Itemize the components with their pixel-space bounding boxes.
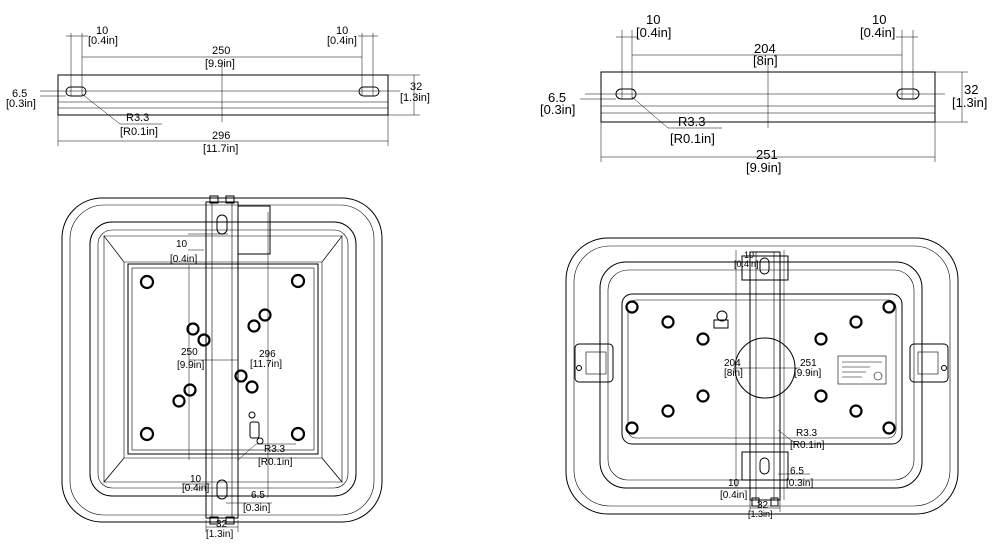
left-side-inner-span-in: [9.9in]: [205, 58, 235, 70]
left-side-offset: 6.5: [12, 88, 27, 100]
left-plan-hole: [234, 369, 248, 383]
left-bar-outline: [57, 74, 389, 116]
right-plan-view: 10 [0.4in] 204 [8in] 251 [9.9in] R3.3 [R…: [565, 237, 959, 519]
left-side-slot-spacing-right-in: [0.4in]: [327, 35, 357, 47]
right-side-height-in: [1.3in]: [952, 95, 987, 110]
right-side-inner-span: 204: [754, 41, 776, 56]
right-plan-hole: [661, 404, 675, 418]
right-side-offset: 6.5: [548, 90, 566, 105]
right-plan-handle-bar: [749, 251, 781, 501]
right-side-slot-spacing-left: 10: [646, 12, 660, 27]
right-side-offset-in: [0.3in]: [540, 102, 575, 117]
right-plan-slot: 10: [744, 250, 754, 260]
left-plan-slot-in: [0.4in]: [170, 254, 197, 265]
left-plan-overall: 296: [259, 349, 276, 360]
right-plan-overall-in: [9.9in]: [794, 368, 821, 379]
right-plan-offset-in: [0.3in]: [786, 478, 813, 489]
left-plan-width: 32: [216, 519, 228, 530]
right-side-slot-spacing-left-in: [0.4in]: [636, 25, 671, 40]
left-plan-hole: [290, 273, 306, 289]
left-plan-hole: [139, 426, 155, 442]
left-side-slot-spacing-left: 10: [96, 25, 108, 37]
right-plan-overall: 251: [800, 358, 817, 369]
right-side-overall-in: [9.9in]: [746, 160, 781, 175]
left-plan-hole: [139, 274, 155, 290]
right-plan-label-plate: [837, 355, 887, 385]
left-plan-mounting-plate: [127, 263, 319, 455]
left-plan-offset: 6.5: [251, 490, 265, 501]
right-plan-hole: [814, 332, 828, 346]
right-plan-radius: R3.3: [796, 428, 818, 439]
right-plan-hole: [625, 421, 639, 435]
left-plan-radius-in: [R0.1in]: [258, 457, 293, 468]
left-plan-inner: 250: [181, 347, 198, 358]
left-plan-radius: R3.3: [264, 444, 286, 455]
left-plan-hole: [258, 308, 272, 322]
right-plan-mounting-plate: [621, 293, 903, 445]
left-side-slot-spacing-left-in: [0.4in]: [88, 35, 118, 47]
right-side-overall: 251: [756, 147, 778, 162]
left-plan-hole: [245, 380, 259, 394]
left-plan-hole: [172, 394, 186, 408]
right-plan-radius-in: [R0.1in]: [790, 440, 825, 451]
left-side-radius: R3.3: [126, 112, 149, 124]
left-bar-slot-left: [65, 86, 87, 97]
left-plan-slot-bottom-in: [0.4in]: [182, 483, 209, 494]
right-plan-outer-shell: [565, 237, 959, 515]
left-plan-offset-in: [0.3in]: [243, 503, 270, 514]
right-plan-left-clip: [574, 343, 614, 383]
right-plan-slot-in: [0.4in]: [734, 259, 759, 269]
left-side-overall: 296: [212, 130, 230, 142]
right-side-height: 32: [964, 82, 978, 97]
right-plan-width: 32: [757, 500, 769, 511]
right-plan-hole: [696, 389, 710, 403]
right-plan-inner: 204: [724, 358, 741, 369]
right-plan-hole: [849, 315, 863, 329]
left-plan-slot: 10: [176, 239, 188, 250]
left-side-radius-in: [R0.1in]: [120, 126, 158, 138]
left-bar-slot-right: [358, 86, 380, 97]
left-plan-hole: [186, 322, 200, 336]
right-plan-slot-bottom: 10: [728, 478, 740, 489]
right-plan-offset: 6.5: [790, 466, 804, 477]
right-plan-hole: [882, 421, 896, 435]
right-plan-hole: [814, 389, 828, 403]
left-side-inner-span: 250: [212, 45, 230, 57]
right-plan-inner-in: [8in]: [724, 368, 743, 379]
right-plan-hole: [625, 300, 639, 314]
left-plan-inner-in: [9.9in]: [177, 360, 204, 371]
right-side-slot-spacing-right-in: [0.4in]: [860, 25, 895, 40]
right-plan-hole: [661, 315, 675, 329]
right-plan-width-in: [1.3in]: [748, 509, 773, 519]
right-side-inner-span-in: [8in]: [753, 53, 778, 68]
left-plan-outer-shell: [61, 197, 383, 523]
left-side-slot-spacing-right: 10: [336, 25, 348, 37]
right-plan-tray-rim: [599, 261, 923, 489]
left-plan-hole: [247, 319, 261, 333]
right-bar-side-view: 10 [0.4in] 10 [0.4in] 204 [8in] 6.5 [0.3…: [540, 12, 987, 175]
left-plan-hole: [183, 383, 197, 397]
right-plan-hole: [696, 332, 710, 346]
left-plan-tray-rim: [89, 221, 357, 497]
right-side-slot-spacing-right: 10: [872, 12, 886, 27]
left-plan-overall-in: [11.7in]: [250, 359, 282, 370]
left-side-overall-in: [11.7in]: [203, 143, 238, 155]
right-plan-hole: [882, 300, 896, 314]
right-side-radius-in: [R0.1in]: [670, 131, 715, 146]
left-plan-width-in: [1.3in]: [206, 529, 233, 540]
left-plan-view: 10 [0.4in] 250 [9.9in] 296 [11.7in] R3.3…: [61, 195, 383, 540]
left-plan-hole: [197, 333, 211, 347]
left-plan-hole: [290, 426, 306, 442]
right-plan-hole: [849, 404, 863, 418]
left-side-height-in: [1.3in]: [400, 92, 430, 104]
right-side-radius: R3.3: [678, 114, 705, 129]
left-bar-side-view: 10 [0.4in] 10 [0.4in] 250 [9.9in] 6.5 [0…: [6, 25, 430, 155]
left-side-height: 32: [410, 81, 422, 93]
right-plan-right-clip: [909, 343, 949, 383]
left-side-offset-in: [0.3in]: [6, 98, 36, 110]
left-plan-slot-bottom: 10: [190, 474, 202, 485]
right-plan-slot-bottom-in: [0.4in]: [720, 490, 747, 501]
